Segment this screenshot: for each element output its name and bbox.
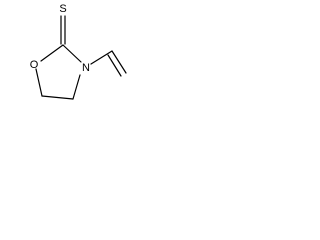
bond-vinyl-double-a (111, 50, 127, 74)
bond-c5-c4 (41, 95, 74, 100)
atom-nitrogen-label: N (82, 62, 90, 74)
bond-c4-n3 (72, 74, 81, 100)
bond-n3-c2 (62, 44, 82, 63)
atom-oxygen-label: O (30, 59, 39, 71)
bond-n3-vinyl (90, 50, 113, 65)
chemical-structure: S O N (30, 3, 127, 100)
bond-c2-o1 (40, 44, 64, 62)
bond-o1-c5 (35, 68, 43, 97)
atom-sulfur-label: S (59, 3, 66, 15)
bond-vinyl-double-b (107, 54, 122, 77)
